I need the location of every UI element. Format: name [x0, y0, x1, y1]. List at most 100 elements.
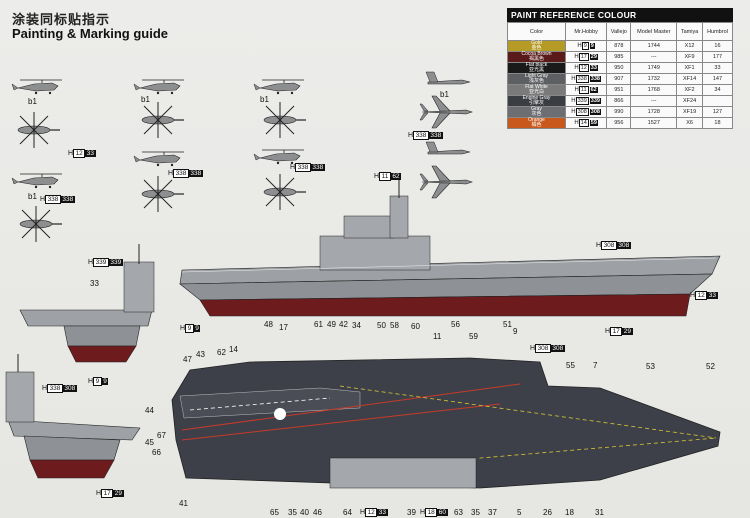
part-number: 55 — [566, 361, 575, 370]
title-english: Painting & Marking guide — [12, 26, 169, 41]
paint-name-cn: 灰色 — [531, 111, 542, 117]
part-number: 40 — [300, 508, 309, 517]
part-number: 5 — [517, 508, 522, 517]
paint-name-cn: 橘色 — [531, 122, 542, 128]
paint-name-cn: 引擎灰 — [528, 100, 544, 106]
part-number: 47 — [183, 355, 192, 364]
part-number: 67 — [157, 431, 166, 440]
helicopter-side-3 — [133, 79, 185, 95]
helicopter-side-5 — [253, 79, 305, 95]
helicopter-side-1 — [11, 79, 63, 95]
title-chinese: 涂装同标贴指示 — [12, 12, 111, 27]
part-number: 39 — [407, 508, 416, 517]
carrier-side-profile — [179, 180, 721, 317]
paint-vallejo: 956 — [606, 117, 632, 129]
carrier-front-view — [19, 244, 155, 363]
part-number: 31 — [595, 508, 604, 517]
part-number: 59 — [469, 332, 478, 341]
paint-name: Cocoa Brown — [521, 51, 552, 57]
part-number: 64 — [343, 508, 352, 517]
paint-vallejo: 907 — [606, 73, 632, 85]
part-number: 49 — [327, 320, 336, 329]
paint-mm: 1527 — [630, 117, 678, 129]
paint-table-header: Humbrol — [701, 22, 734, 41]
label-b1-2: b1 — [28, 192, 37, 201]
label-b1-3: b1 — [141, 95, 150, 104]
part-number: 44 — [145, 406, 154, 415]
helicopter-top-6 — [263, 173, 307, 211]
part-number: 43 — [196, 350, 205, 359]
jet-side-1 — [425, 71, 471, 85]
jet-top-2 — [419, 165, 473, 199]
paint-name: Flat black — [525, 62, 548, 68]
label-b1-5: b1 — [440, 90, 449, 99]
helicopter-top-3 — [141, 101, 185, 139]
helicopter-top-1 — [17, 111, 61, 149]
part-number: 35 — [288, 508, 297, 517]
paint-name: Light Gray — [524, 73, 549, 79]
part-number: 62 — [217, 348, 226, 357]
part-number: 56 — [451, 320, 460, 329]
part-number: 26 — [543, 508, 552, 517]
helicopter-top-2 — [19, 205, 63, 243]
part-number: 46 — [313, 508, 322, 517]
part-number: 63 — [454, 508, 463, 517]
part-number: 51 — [503, 320, 512, 329]
helicopter-top-5 — [263, 101, 307, 139]
part-number: 45 — [145, 438, 154, 447]
paint-name-cn: 浅灰色 — [528, 78, 544, 84]
paint-name: Engine Gray — [522, 95, 551, 101]
paint-name: Gold — [531, 40, 542, 46]
part-number: 50 — [377, 321, 386, 330]
part-number: 7 — [593, 361, 598, 370]
part-number: 35 — [471, 508, 480, 517]
label-b1-4: b1 — [260, 95, 269, 104]
part-number: 48 — [264, 320, 273, 329]
carrier-deck-view — [171, 357, 721, 489]
paint-name: Flat White — [525, 84, 548, 90]
paint-name-cn: 褐黑色 — [528, 56, 544, 62]
part-number: 61 — [314, 320, 323, 329]
helicopter-top-4 — [141, 175, 185, 213]
part-number: 11 — [433, 332, 442, 341]
label-b1-1: b1 — [28, 97, 37, 106]
part-number: 65 — [270, 508, 279, 517]
jet-top-1 — [419, 95, 473, 129]
part-number: 52 — [706, 362, 715, 371]
paint-name-cn: 金色 — [531, 45, 542, 51]
helicopter-side-4 — [133, 151, 185, 167]
part-number: 37 — [488, 508, 497, 517]
paint-name: Gray — [531, 106, 542, 112]
part-number: 53 — [646, 362, 655, 371]
helicopter-side-2 — [11, 173, 63, 189]
front-number-label: 33 — [90, 279, 99, 288]
